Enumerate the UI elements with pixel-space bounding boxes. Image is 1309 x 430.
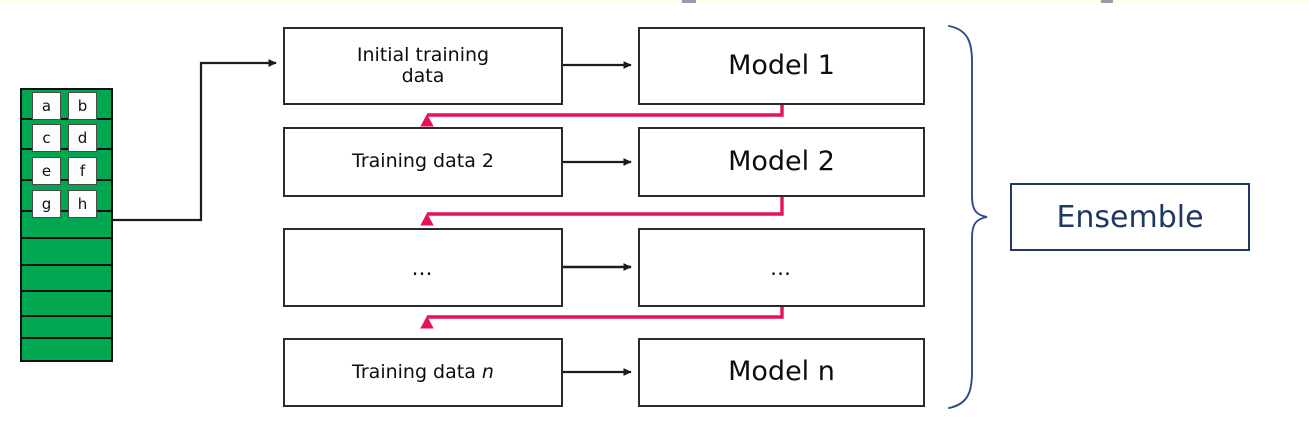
training-data-label-1-line2: data [401,65,445,87]
cropped-title-glyph-a [682,0,696,3]
training-data-label-1: Initial training data [356,43,490,88]
model-label-1: Model 1 [728,49,835,81]
edge-model-1-feedback [420,105,784,127]
model-box-n: Model n [638,338,925,407]
dataset-cell-a: a [32,92,61,120]
dataset-row [22,239,111,266]
training-data-label-2: Training data 2 [352,150,494,173]
edge-model-2-feedback [420,197,784,226]
training-data-label-n-text: Training data [352,360,482,383]
dataset-row [22,317,111,339]
training-data-label-n-index: n [481,360,494,383]
training-data-label-n: Training data n [352,360,494,383]
dataset-cell-e: e [32,157,61,185]
dataset-row [22,266,111,292]
model-label-ellipsis: … [770,256,793,281]
ensemble-box: Ensemble [1010,183,1250,251]
ensemble-brace [948,25,988,409]
dataset-row [22,339,111,360]
ensemble-label: Ensemble [1056,199,1204,235]
model-box-1: Model 1 [638,27,925,105]
dataset-cell-d: d [68,124,97,152]
dataset-cell-c: c [32,124,61,152]
training-data-box-2: Training data 2 [283,127,563,197]
dataset-row [22,292,111,317]
edge-model-ellipsis-feedback [420,307,784,329]
model-box-ellipsis: … [638,228,925,307]
edge-dataset-to-initial-training [113,59,277,222]
dataset-cell-b: b [68,92,97,120]
training-data-box-1: Initial training data [283,27,563,105]
dataset-cell-f: f [68,157,97,185]
cropped-title-glyph-b [1101,0,1113,3]
cropped-title-underline [0,0,1309,2]
dataset-cell-h: h [68,190,97,218]
model-label-n: Model n [728,356,835,388]
model-label-2: Model 2 [728,145,835,177]
training-data-box-n: Training data n [283,338,563,407]
training-data-box-ellipsis: … [283,228,563,307]
model-box-2: Model 2 [638,127,925,197]
training-data-label-1-line1: Initial training [356,43,490,66]
dataset-cell-g: g [32,190,61,218]
training-data-label-ellipsis: … [411,256,435,281]
